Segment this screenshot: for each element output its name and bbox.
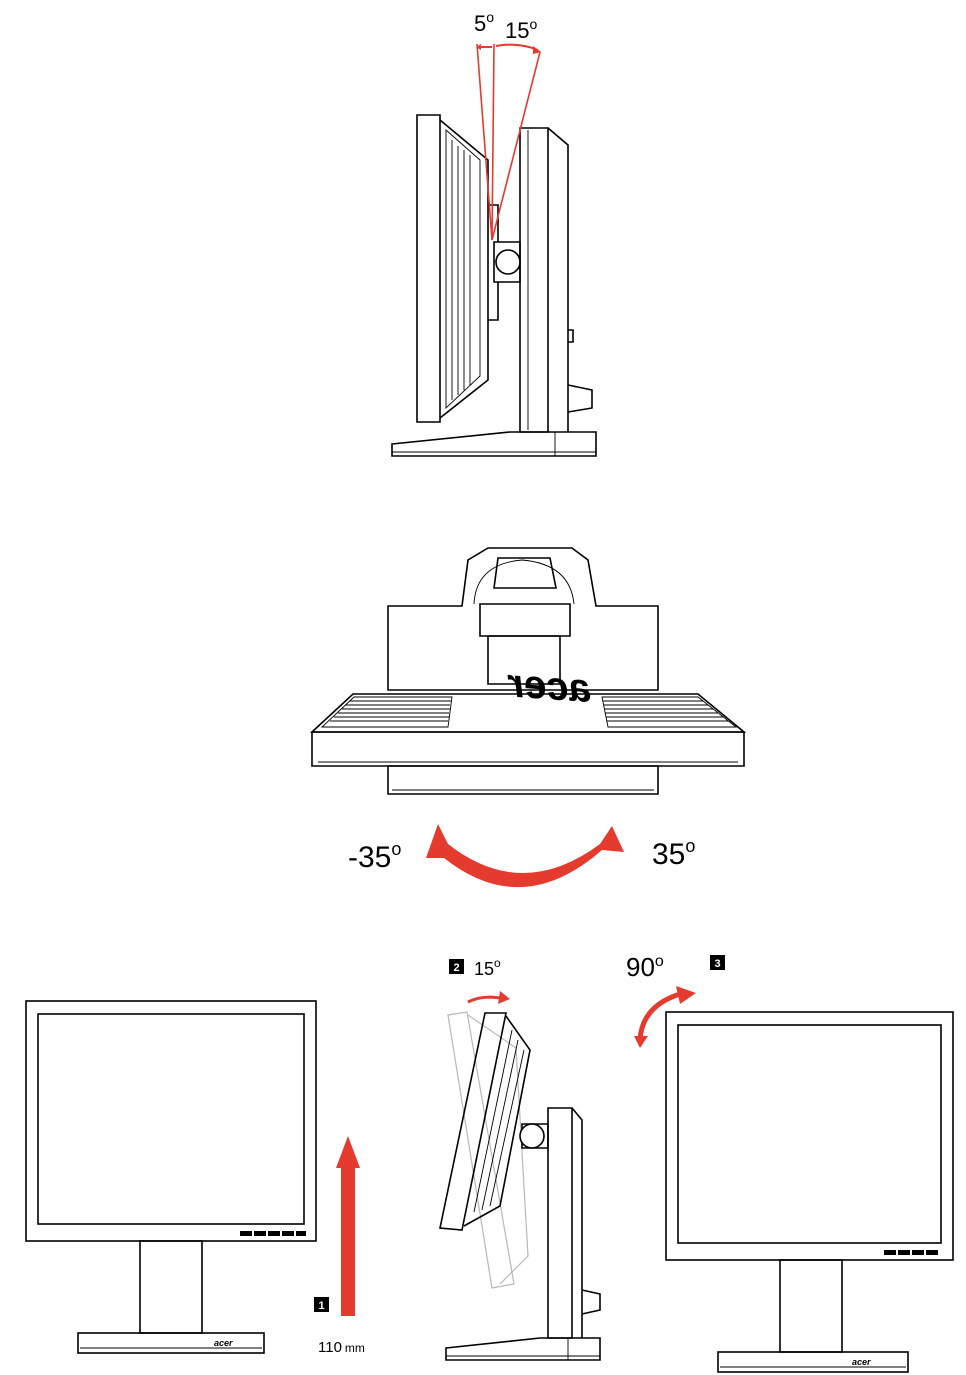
step-3-badge: 3 xyxy=(710,955,725,970)
svg-text:1: 1 xyxy=(318,1300,324,1312)
control-buttons-pivot xyxy=(884,1250,938,1255)
swivel-left-label: -35o xyxy=(348,839,401,874)
monitor-side-view xyxy=(392,115,596,456)
pivot-value-label: 90o xyxy=(626,952,664,982)
swivel-right-label: 35o xyxy=(652,836,695,871)
monitor-side-tilted xyxy=(440,1012,600,1360)
control-buttons xyxy=(240,1231,306,1236)
monitor-top-view: acer xyxy=(312,548,744,794)
tilt-arrow xyxy=(468,991,510,1004)
svg-text:acer: acer xyxy=(852,1357,871,1367)
svg-text:acer: acer xyxy=(214,1338,233,1348)
acer-logo: acer xyxy=(505,661,593,711)
vent-left xyxy=(322,697,452,727)
tilt-back-label: 5o xyxy=(474,9,494,36)
pivot-arrow xyxy=(634,986,696,1048)
swivel-arrow xyxy=(426,824,624,887)
height-arrow xyxy=(336,1136,360,1316)
tilt-value-label: 15o xyxy=(474,956,501,979)
step-2-badge: 2 xyxy=(449,959,464,974)
svg-text:2: 2 xyxy=(453,962,459,974)
svg-text:3: 3 xyxy=(714,958,720,970)
tilt-diagram: 5o 15o xyxy=(392,9,596,456)
vent-right xyxy=(602,697,736,727)
step-1-badge: 1 xyxy=(314,1297,329,1312)
tilt-angle-lines xyxy=(476,44,541,240)
tilt-forward-label: 15o xyxy=(505,16,537,43)
monitor-pivot-view: acer xyxy=(666,1012,953,1372)
monitor-front-view: acer xyxy=(26,1001,316,1353)
swivel-diagram: acer -35o 35o xyxy=(312,548,744,887)
